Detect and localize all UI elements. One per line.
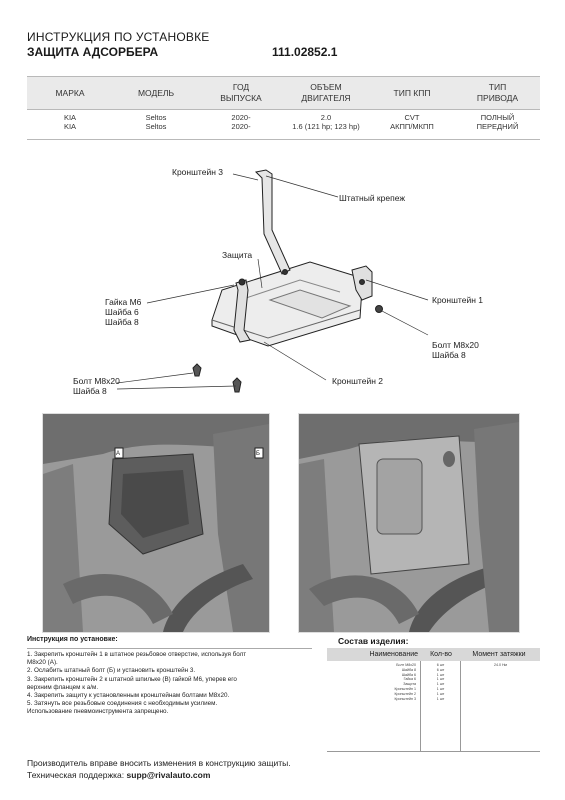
guard-plate-ridge [239, 279, 341, 301]
assembly-drawing [116, 169, 429, 393]
instructions-steps: 1. Закрепить кронштейн 1 в штатное резьб… [27, 651, 317, 717]
exploded-assembly-diagram: Кронштейн 3 Штатный крепеж Защита Гайка … [0, 150, 565, 405]
instruction-line: 5. Затянуть все резьбовые соединения с н… [27, 700, 218, 708]
bolt-left-1 [192, 363, 202, 377]
instruction-line: верхним фланцем к а/м. [27, 683, 99, 691]
component-name: Болт М8х20 [396, 663, 416, 667]
component-qty: 1 шт [436, 686, 445, 691]
instruction-line: Использование пневмоинструмента запрещен… [27, 708, 169, 716]
footer: Производитель вправе вносить изменения в… [27, 757, 291, 781]
guard-plate-recess [268, 289, 352, 319]
photo-before-install: А Б [42, 413, 270, 633]
washer-right [375, 305, 383, 313]
col-gearbox-header: ТИП КПП [393, 87, 431, 98]
pipe-right [409, 564, 509, 632]
components-table: Наименование Кол-во Момент затяжки Болт … [327, 648, 540, 752]
photo-after-install [298, 413, 520, 633]
component-qty: 1 шт [436, 677, 445, 682]
support-label: Техническая поддержка: [27, 770, 125, 780]
col-brand-header: МАРКА [55, 87, 85, 98]
component-qty: 1 шт [436, 672, 445, 677]
guard-plate-face [211, 309, 361, 339]
label-guard: Защита [222, 250, 253, 260]
component-qty: 1 шт [436, 696, 445, 701]
mark-b: Б [256, 451, 260, 457]
instruction-line: 1. Закрепить кронштейн 1 в штатное резьб… [27, 651, 247, 658]
label-bolt-right: Болт М8х20 Шайба 8 [432, 340, 479, 360]
component-name: Кронштейн 1 [394, 686, 416, 691]
component-name: Шайба 8 [401, 667, 416, 672]
component-qty: 1 шт [436, 691, 445, 696]
components-title: Состав изделия: [338, 636, 409, 646]
label-stock-mount: Штатный крепеж [339, 193, 406, 203]
component-name: Кронштейн 2 [394, 691, 416, 696]
bracket-2-nut [238, 278, 246, 286]
col-qty-header: Кол-во [430, 651, 452, 658]
col-model-header: МОДЕЛЬ [137, 87, 175, 98]
component-name: Защита [403, 682, 416, 687]
cell-year: 2020-2020- [231, 113, 251, 131]
instruction-line: 2. Ослабить штатный болт (Б) и установит… [27, 667, 196, 675]
product-name: ЗАЩИТА АДСОРБЕРА [27, 45, 159, 59]
underbody-photo-right [299, 414, 519, 632]
mark-a: А [116, 451, 121, 457]
bracket-1-bolt [359, 279, 365, 285]
component-qty: 6 шт [436, 663, 445, 667]
label-bracket-2: Кронштейн 2 [332, 376, 383, 386]
label-nut-group: Гайка М6 Шайба 6 Шайба 8 [105, 297, 142, 327]
guard-recess [376, 458, 423, 535]
article-number: 111.02852.1 [272, 45, 338, 59]
instruction-line: 4. Закрепить защиту к установленным крон… [27, 692, 230, 700]
component-name: Кронштейн 3 [394, 696, 416, 701]
label-bracket-3: Кронштейн 3 [172, 167, 223, 177]
document-title: ИНСТРУКЦИЯ ПО УСТАНОВКЕ [27, 30, 210, 44]
component-torque: 24.0 Нм [493, 663, 508, 667]
bracket-2 [233, 279, 251, 343]
component-name: Гайка 6 [403, 677, 416, 682]
support-email[interactable]: supp@rivalauto.com [126, 770, 211, 780]
instructions-rule [27, 648, 312, 649]
instructions-title: Инструкция по установке: [27, 636, 118, 643]
instruction-line: 3. Закрепить кронштейн 2 к штатной шпиль… [27, 675, 237, 683]
component-names: Болт М8х20 Шайба 8 Шайба 6 Гайка 6 Защит… [327, 661, 421, 751]
instruction-line: М8х20 (А). [27, 659, 58, 667]
component-qty: 1 шт [436, 682, 445, 687]
bracket-3 [254, 169, 291, 275]
component-qty: 6 шт [436, 667, 445, 672]
col-torque-header: Момент затяжки [472, 651, 526, 658]
components-table-body: Болт М8х20 Шайба 8 Шайба 6 Гайка 6 Защит… [327, 661, 540, 752]
component-quantities: 6 шт 6 шт 1 шт 1 шт 1 шт 1 шт 1 шт 1 шт [421, 661, 461, 751]
bolt-left-2 [232, 377, 242, 393]
underbody-photo-left [43, 414, 269, 632]
support-line: Техническая поддержка: supp@rivalauto.co… [27, 769, 291, 781]
component-torques: 24.0 Нм [461, 661, 540, 751]
change-notice: Производитель вправе вносить изменения в… [27, 758, 291, 768]
pipe [163, 564, 253, 632]
bracket-3-hole [282, 269, 288, 275]
label-bracket-1: Кронштейн 1 [432, 295, 483, 305]
col-name-header: Наименование [369, 651, 418, 658]
label-bolt-left: Болт М8х20 Шайба 8 [73, 376, 120, 396]
components-table-header: Наименование Кол-во Момент затяжки [327, 648, 540, 661]
component-name: Шайба 6 [401, 672, 416, 677]
spec-table-bottom-rule [27, 139, 540, 140]
